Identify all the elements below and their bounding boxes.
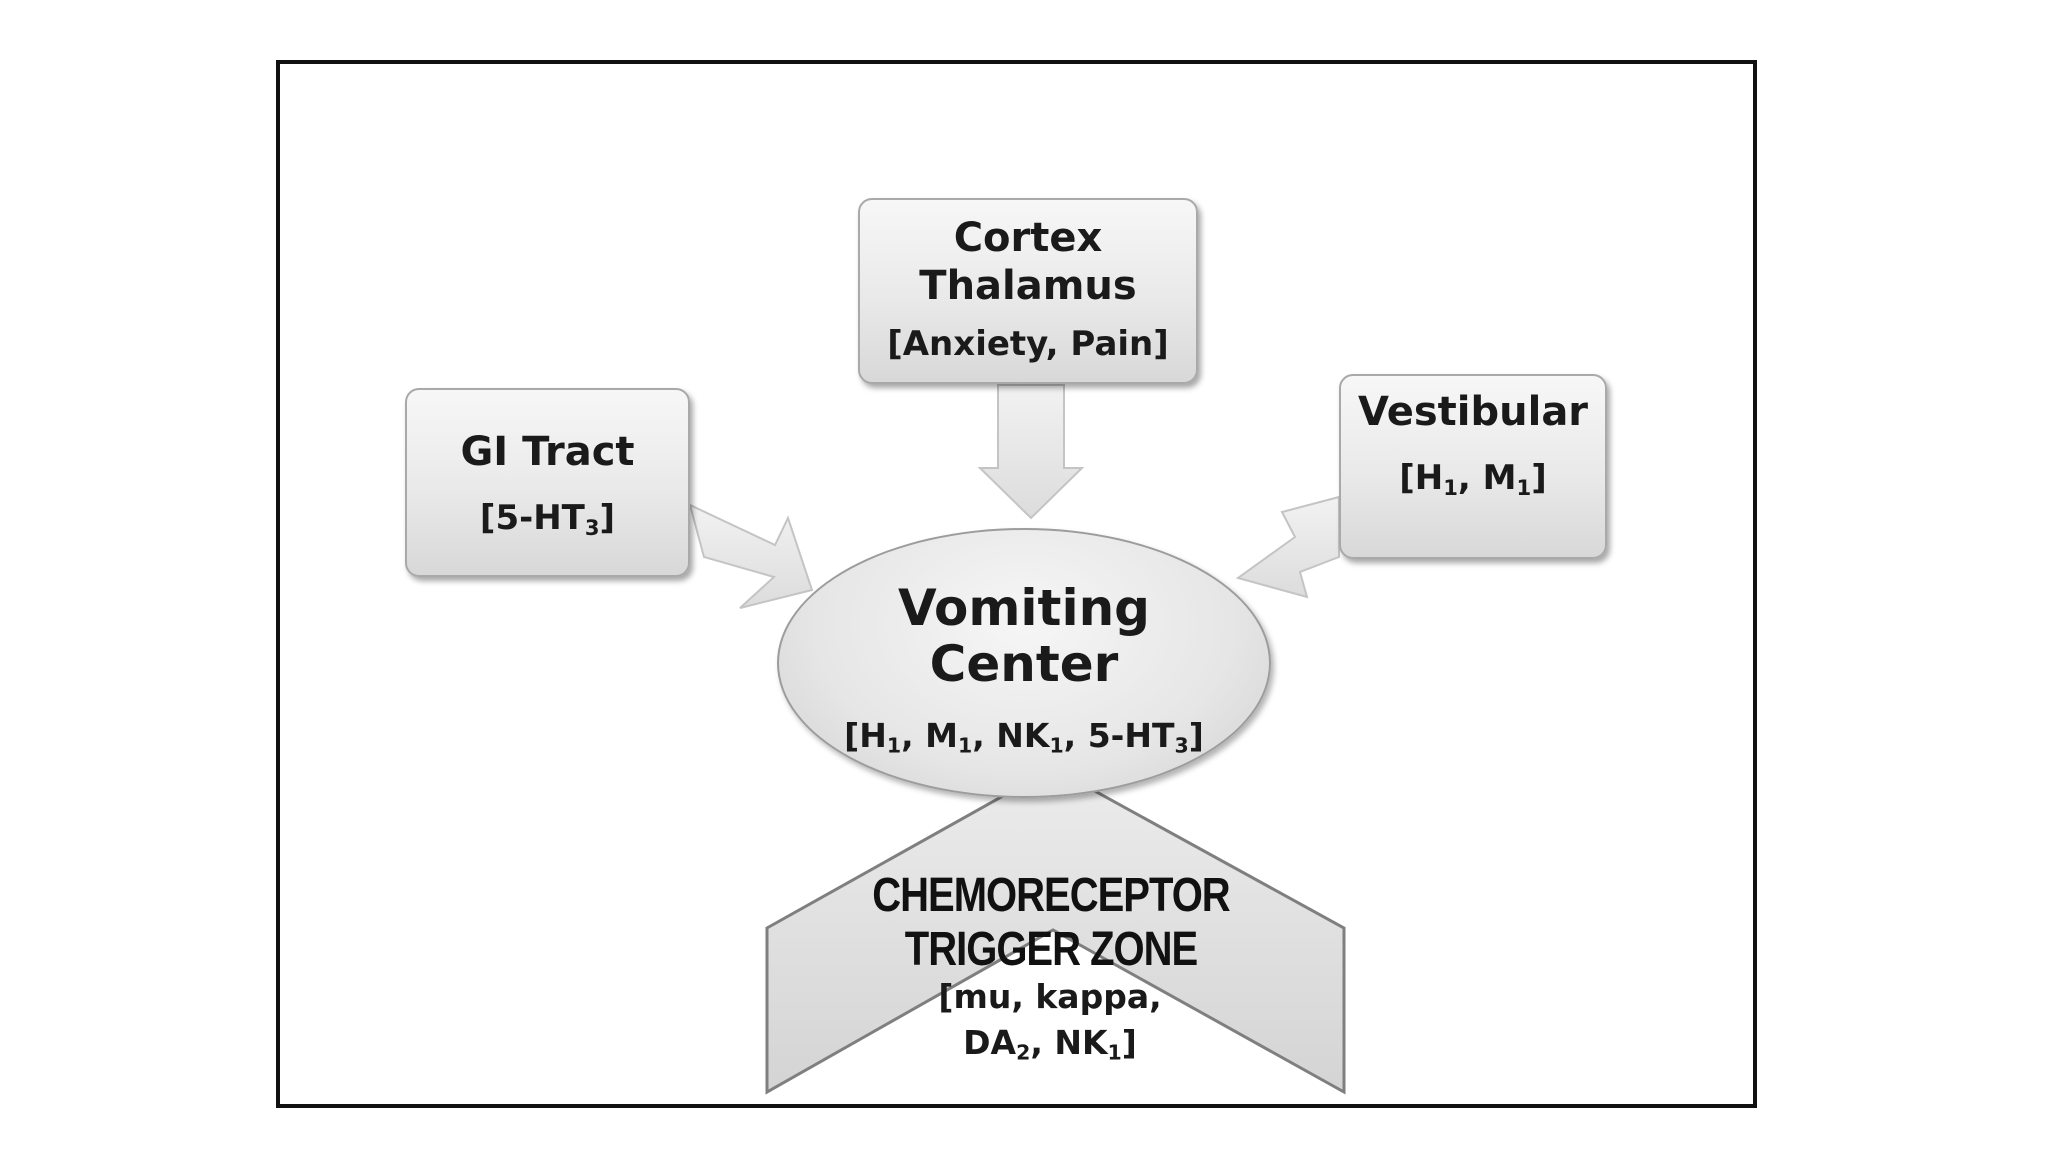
- vestibular-label: Vestibular: [1357, 389, 1589, 435]
- vestibular-arrow: [1235, 495, 1340, 599]
- vomiting-center-node: Vomiting Center [H1, M1, NK1, 5-HT3]: [777, 528, 1271, 798]
- cortex-arrow: [977, 384, 1085, 520]
- vestibular-node: Vestibular [H1, M1]: [1339, 374, 1607, 559]
- ctz-title: CHEMORECEPTOR TRIGGER ZONE: [872, 869, 1230, 976]
- ctz-receptors: [mu, kappa, DA2, NK1]: [900, 974, 1200, 1066]
- cortex-receptors: [Anxiety, Pain]: [887, 324, 1169, 364]
- center-receptors: [H1, M1, NK1, 5-HT3]: [844, 716, 1204, 758]
- ctz-receptors-line2: DA2, NK1]: [963, 1023, 1137, 1065]
- vomiting-label: Vomiting: [898, 579, 1150, 637]
- ctz-receptors-line1: [mu, kappa,: [938, 977, 1162, 1016]
- gi-arrow: [688, 503, 814, 609]
- gi-tract-node: GI Tract [5-HT3]: [405, 388, 690, 577]
- vestibular-receptors: [H1, M1]: [1399, 458, 1547, 500]
- gi-tract-receptors: [5-HT3]: [479, 498, 616, 540]
- thalamus-label: Thalamus: [919, 263, 1137, 309]
- gi-tract-label: GI Tract: [460, 429, 635, 475]
- center-label: Center: [929, 635, 1119, 693]
- cortex-label: Cortex: [953, 215, 1103, 261]
- cortex-thalamus-node: Cortex Thalamus [Anxiety, Pain]: [858, 198, 1198, 384]
